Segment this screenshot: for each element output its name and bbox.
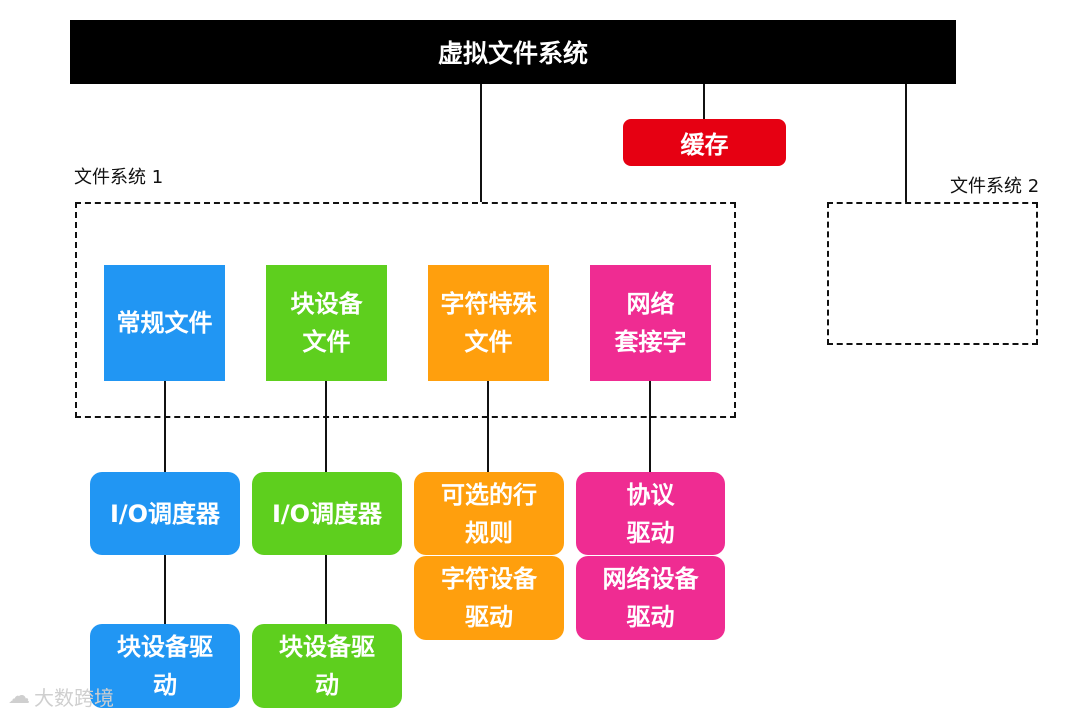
network-socket-label-line2: 套接字 (614, 328, 687, 356)
io-scheduler-box-2: I/O调度器 (252, 472, 402, 555)
io-scheduler-label-2: I/O调度器 (271, 499, 383, 528)
protocol-driver-label-line2: 驱动 (626, 518, 675, 547)
connector-block-device-file (325, 380, 327, 472)
watermark-text: 大数跨境 (34, 686, 114, 710)
line-discipline-box: 可选的行 规则 (414, 472, 564, 555)
cache-box: 缓存 (623, 119, 786, 166)
connector-regular-file (164, 380, 166, 472)
block-device-driver-box-1: 块设备驱 动 (90, 624, 240, 708)
network-socket-label-line1: 网络 (626, 290, 675, 318)
watermark-logo-icon: ☁ (8, 684, 30, 709)
block-device-file-label-line2: 文件 (302, 328, 351, 356)
char-special-file-label-line1: 字符特殊 (440, 290, 537, 318)
char-device-driver-box: 字符设备 驱动 (414, 556, 564, 640)
file-system-1-label: 文件系统 1 (74, 167, 164, 188)
connector-vfs-fs2 (905, 84, 907, 202)
io-scheduler-box-1: I/O调度器 (90, 472, 240, 555)
protocol-driver-box: 协议 驱动 (576, 472, 725, 555)
virtual-file-system-label: 虚拟文件系统 (437, 39, 588, 68)
regular-file-box: 常规文件 (104, 265, 225, 381)
file-system-2-label: 文件系统 2 (950, 176, 1040, 197)
line-discipline-label-line1: 可选的行 (441, 480, 537, 509)
block-device-driver-label-1-line2: 动 (153, 671, 177, 699)
line-discipline-label-line2: 规则 (465, 518, 513, 547)
file-system-2-container (827, 202, 1038, 345)
connector-io-scheduler-2 (325, 554, 327, 624)
io-scheduler-label-1: I/O调度器 (109, 499, 221, 528)
regular-file-label: 常规文件 (116, 309, 213, 337)
file-system-1-container (75, 202, 736, 418)
protocol-driver-label-line1: 协议 (626, 480, 675, 509)
block-device-driver-label-2-line2: 动 (315, 671, 339, 699)
connector-char-special-file (487, 380, 489, 472)
cache-label: 缓存 (680, 131, 729, 159)
connector-vfs-fs1 (480, 84, 482, 202)
char-special-file-box: 字符特殊 文件 (428, 265, 549, 381)
connector-io-scheduler-1 (164, 554, 166, 624)
char-special-file-label-line2: 文件 (464, 328, 513, 356)
watermark: ☁ 大数跨境 (8, 682, 114, 711)
network-device-driver-label-line2: 驱动 (626, 603, 675, 631)
block-device-driver-box-2: 块设备驱 动 (252, 624, 402, 708)
char-device-driver-label-line1: 字符设备 (441, 565, 537, 593)
connector-vfs-cache (703, 84, 705, 120)
block-device-file-box: 块设备 文件 (266, 265, 387, 381)
virtual-file-system: 虚拟文件系统 (70, 20, 956, 84)
network-device-driver-box: 网络设备 驱动 (576, 556, 725, 640)
block-device-driver-label-1-line1: 块设备驱 (117, 633, 213, 661)
block-device-file-label-line1: 块设备 (290, 290, 363, 318)
network-socket-box: 网络 套接字 (590, 265, 711, 381)
block-device-driver-label-2-line1: 块设备驱 (279, 633, 375, 661)
char-device-driver-label-line2: 驱动 (465, 603, 513, 631)
network-device-driver-label-line1: 网络设备 (602, 565, 699, 593)
connector-network-socket (649, 380, 651, 472)
